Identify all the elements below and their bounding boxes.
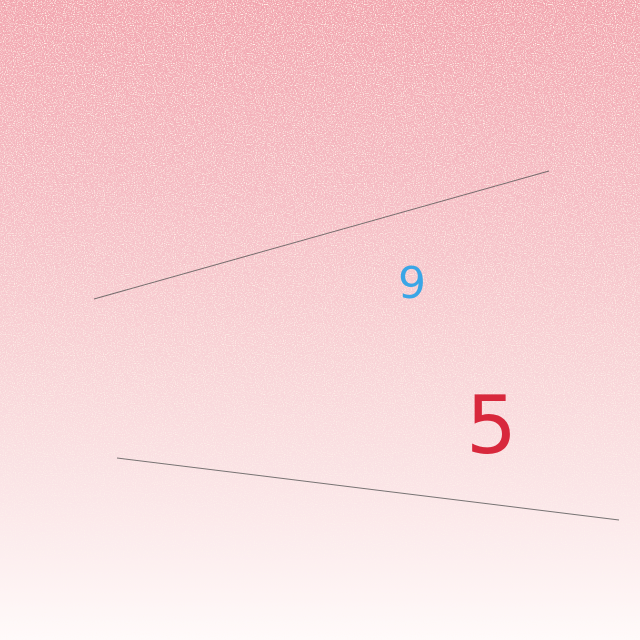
distortion-line-upper (93, 170, 550, 300)
captcha-char-five: 5 (466, 379, 517, 472)
distortion-line-lower (116, 457, 620, 521)
captcha-char-nine: 9 (398, 258, 426, 309)
